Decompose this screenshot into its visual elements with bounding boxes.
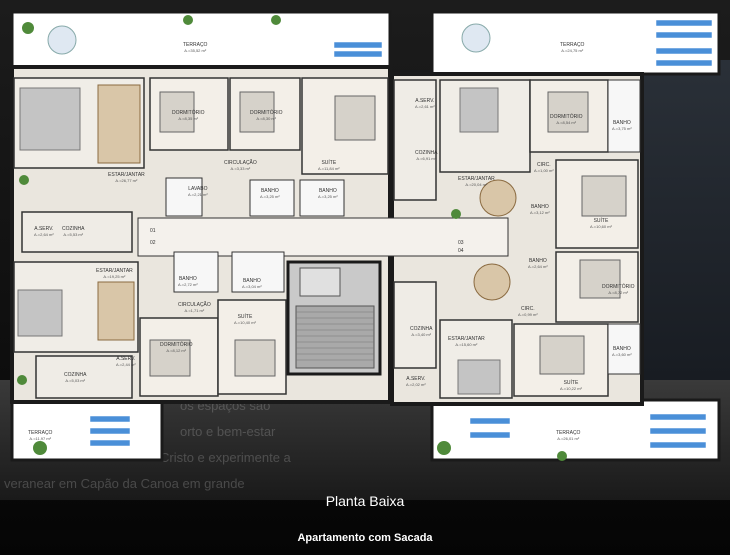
room-label: A.SERV.A.=2,61 m²	[415, 98, 435, 109]
plant	[33, 441, 47, 455]
plant	[183, 15, 193, 25]
plant	[451, 209, 461, 219]
caption-subtitle: Apartamento com Sacada	[297, 532, 433, 544]
sun-loungers-tr	[655, 19, 713, 67]
bed	[159, 91, 195, 133]
plant	[557, 451, 567, 461]
sun-loungers-tl	[333, 41, 383, 58]
caption-title: Planta Baixa	[325, 493, 405, 509]
background-text-line: veranear em Capão da Canoa em grande	[4, 476, 245, 491]
sofa-set-br	[457, 359, 501, 395]
central-corridor	[137, 217, 509, 257]
bed	[234, 339, 276, 377]
bathroom	[607, 323, 641, 375]
apartment-number: 02	[150, 240, 156, 246]
plant	[19, 175, 29, 185]
dining-table-bl	[97, 281, 135, 341]
bed	[547, 91, 589, 133]
bathroom	[249, 179, 295, 217]
bed	[239, 91, 275, 133]
sofa-set-tr	[459, 87, 499, 133]
background-text-line: Cristo e experimente a	[160, 450, 291, 465]
sun-loungers-br	[469, 413, 707, 449]
kitchen-bl	[35, 355, 133, 399]
plant	[271, 15, 281, 25]
sofa-set-bl	[17, 289, 63, 337]
building-photo-backdrop	[640, 60, 730, 380]
lavabo	[165, 177, 203, 217]
kitchen-tl	[21, 211, 133, 253]
round-table-tr	[479, 179, 517, 217]
bathroom	[231, 251, 285, 293]
room-label: CIRC.A.=0,99 m²	[518, 306, 538, 317]
sofa-set-tl	[19, 87, 81, 151]
room-label: CIRC.A.=1,00 m²	[534, 162, 554, 173]
dining-table-tl	[97, 84, 141, 164]
apartment-number: 03	[458, 240, 464, 246]
kitchen-tr	[393, 79, 437, 201]
elevator	[299, 267, 341, 297]
room-label: A.SERV.A.=2,64 m²	[34, 226, 54, 237]
apartment-number: 01	[150, 228, 156, 234]
terrace-table-tl	[47, 25, 77, 55]
room-label: A.SERV.A.=2,44 m²	[116, 356, 136, 367]
bed	[539, 335, 585, 375]
round-table-br	[473, 263, 511, 301]
bathroom	[173, 251, 219, 293]
kitchen-br	[393, 281, 437, 369]
sun-loungers-bl	[89, 415, 131, 447]
bed	[149, 339, 191, 377]
background-text-line: orto e bem-estar	[180, 424, 276, 439]
plant	[17, 375, 27, 385]
room-label: A.SERV.A.=2,02 m²	[406, 376, 426, 387]
plant	[22, 22, 34, 34]
bathroom	[607, 79, 641, 153]
plant	[437, 441, 451, 455]
floor-plan-drawing	[10, 10, 721, 462]
bed	[334, 95, 376, 141]
bathroom	[299, 179, 345, 217]
bed	[579, 259, 621, 299]
bed	[581, 175, 627, 217]
apartment-number: 04	[458, 248, 464, 254]
stairs	[295, 305, 375, 369]
terrace-table-tr	[461, 23, 491, 53]
